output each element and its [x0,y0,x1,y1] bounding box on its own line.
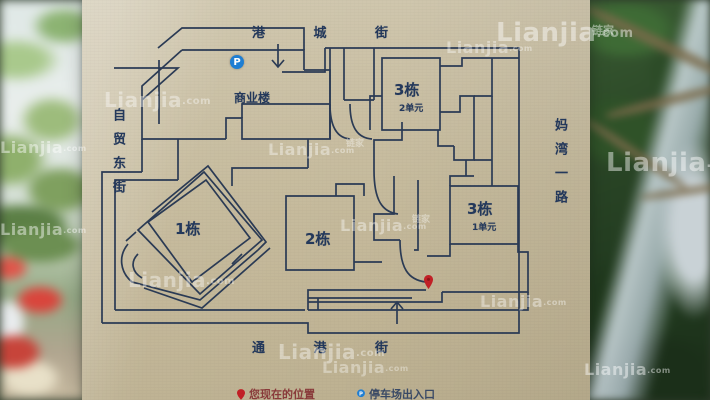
legend-item-current-location: 您现在的位置 [237,386,315,400]
building-label-3-unit-1: 3栋 [467,200,493,218]
svg-text:P: P [359,391,363,397]
building-2-outline [285,183,382,271]
curved-driveway [329,103,427,283]
street-label-east: 妈湾一路 [552,118,567,214]
commercial-wing [114,27,331,140]
building-sub-3-unit-2: 2单元 [399,104,424,114]
site-plan-drawing [101,27,529,334]
building-3-unit-1-outline [427,160,529,293]
arrow-down-icon [271,44,285,69]
background-left-foliage [0,0,86,400]
building-3-unit-2-outline [369,57,519,161]
legend-label-current-location: 您现在的位置 [249,388,315,400]
parking-p-icon[interactable]: P [230,55,244,69]
street-label-west: 自贸东街 [110,108,125,204]
building-label-3-unit-2: 3栋 [394,81,420,99]
building-1-outline [120,164,271,309]
street-label-south: 通 港 街 [252,341,411,356]
map-pin-icon[interactable] [424,275,433,289]
parking-p-icon-legend: P [357,388,365,397]
south-driveway [307,289,443,310]
commercial-building [141,139,179,180]
street-label-north: 港 城 街 [252,26,411,41]
building-label-commercial: 商业楼 [234,91,271,105]
legend-label-parking-entrance: 停车场出入口 [369,388,435,400]
central-block [231,48,375,186]
building-label-2: 2栋 [305,230,331,248]
background-right-foliage [584,0,710,400]
arrow-up-icon [390,300,404,324]
legend-item-parking-entrance: P 停车场出入口 [357,386,435,400]
building-label-1: 1栋 [175,220,201,238]
building-sub-3-unit-1: 1单元 [472,223,497,233]
map-pin-icon-legend [237,388,245,400]
map-legend: 您现在的位置 P 停车场出入口 [82,386,590,400]
plot-outline [101,47,520,334]
site-plan-signboard: 港 城 街 自贸东街 妈湾一路 通 港 街 商业楼 3栋 2单元 3栋 1单元 … [82,0,590,400]
east-corridor [308,58,529,311]
